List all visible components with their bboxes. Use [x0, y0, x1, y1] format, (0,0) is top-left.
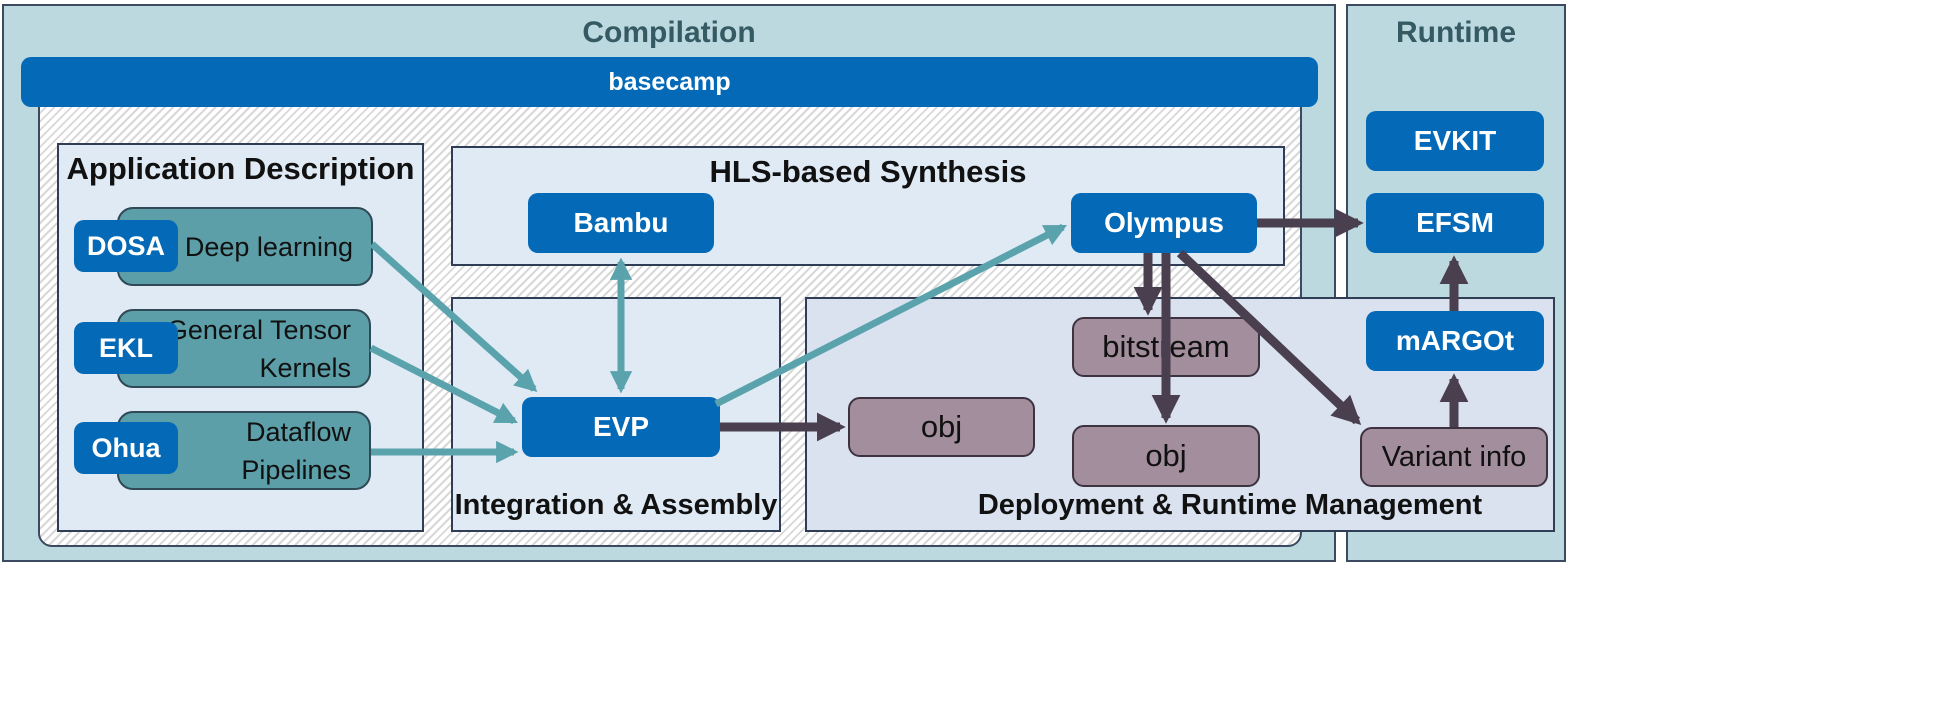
- obj-artifact-evp: obj: [848, 397, 1035, 457]
- arrow-tensor-to-evp: [369, 344, 518, 425]
- margot-node: mARGOt: [1366, 311, 1544, 371]
- app-label: Deep learning: [184, 231, 353, 262]
- ekl-badge: EKL: [74, 322, 178, 374]
- obj-artifact-olympus: obj: [1072, 425, 1260, 487]
- integration-title: Integration & Assembly: [454, 489, 778, 521]
- arrow-evp-to-olympus: [714, 223, 1067, 408]
- basecamp-banner: basecamp: [21, 57, 1318, 107]
- olympus-node: Olympus: [1071, 193, 1257, 253]
- app-label-line2: Kernels: [259, 352, 351, 383]
- app-label-line1: General Tensor: [166, 314, 351, 345]
- compilation-title: Compilation: [582, 16, 756, 49]
- evp-node: EVP: [522, 397, 720, 457]
- variant-info-artifact: Variant info: [1360, 427, 1548, 487]
- arrow-deep-learning-to-evp: [369, 241, 538, 392]
- dosa-badge: DOSA: [74, 220, 178, 272]
- deployment-title: Deployment & Runtime Management: [977, 489, 1483, 521]
- arrow-olympus-to-variant: [1176, 249, 1362, 425]
- app-label-line1: Dataflow: [245, 416, 351, 447]
- runtime-title: Runtime: [1396, 16, 1516, 49]
- efsm-node: EFSM: [1366, 193, 1544, 253]
- bambu-node: Bambu: [528, 193, 714, 253]
- hls-title: HLS-based Synthesis: [709, 154, 1027, 189]
- ohua-badge: Ohua: [74, 422, 178, 474]
- app-description-title: Application Description: [66, 151, 415, 186]
- evkit-node: EVKIT: [1366, 111, 1544, 171]
- app-label-line2: Pipelines: [241, 454, 351, 485]
